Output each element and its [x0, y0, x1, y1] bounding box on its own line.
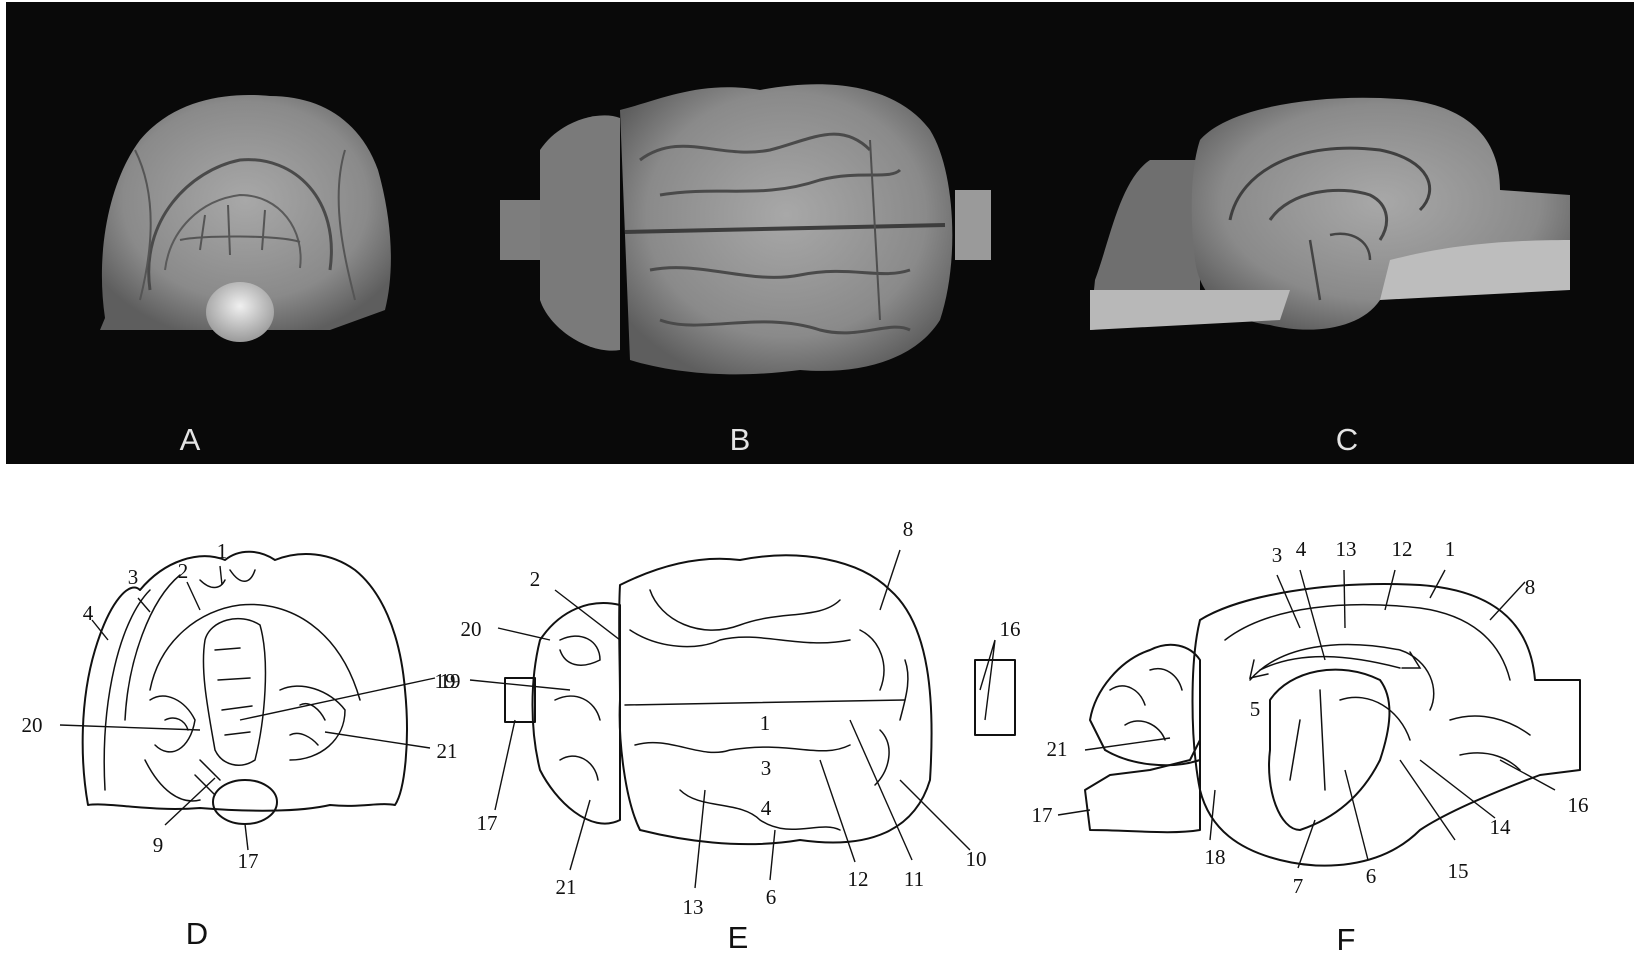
callout-d-20: 20: [22, 713, 43, 737]
callout-f-21: 21: [1047, 737, 1068, 761]
mri-render-medial: [1090, 98, 1570, 330]
callout-f-12: 12: [1392, 537, 1413, 561]
callout-f-6: 6: [1366, 864, 1377, 888]
callout-e-21: 21: [556, 875, 577, 899]
callout-d-2: 2: [178, 559, 189, 583]
callout-d-1: 1: [217, 539, 228, 563]
callout-e-10: 10: [966, 847, 987, 871]
callout-e-13: 13: [683, 895, 704, 919]
callout-e-16: 16: [1000, 617, 1021, 641]
panel-letter-d: D: [186, 916, 208, 951]
callout-f-7: 7: [1293, 874, 1304, 898]
mri-render-posterior: [100, 95, 391, 342]
panel-letter-b: B: [730, 422, 751, 457]
callout-e-8: 8: [903, 517, 914, 541]
callout-e-1: 1: [760, 711, 771, 735]
callout-e-11: 11: [904, 867, 924, 891]
callout-f-18: 18: [1205, 845, 1226, 869]
callout-f-13: 13: [1336, 537, 1357, 561]
callout-f-15: 15: [1448, 859, 1469, 883]
line-drawing-posterior: [60, 552, 435, 850]
panel-letter-a: A: [180, 422, 201, 457]
callout-e-17: 17: [477, 811, 498, 835]
callout-e-2: 2: [530, 567, 541, 591]
callout-e-12: 12: [848, 867, 869, 891]
callout-d-21: 21: [437, 739, 458, 763]
callout-d-9: 9: [153, 833, 164, 857]
callout-d-17: 17: [238, 849, 259, 873]
callout-f-14: 14: [1490, 815, 1512, 839]
callout-e-20: 20: [461, 617, 482, 641]
mri-render-dorsal: [500, 84, 991, 374]
callout-f-8: 8: [1525, 575, 1536, 599]
callout-f-17: 17: [1032, 803, 1053, 827]
callout-e-6: 6: [766, 885, 777, 909]
callout-d-4: 4: [83, 601, 94, 625]
line-drawing-dorsal: [470, 550, 1015, 888]
callout-f-3: 3: [1272, 543, 1283, 567]
callout-e-19: 19: [435, 669, 456, 693]
panel-letter-c: C: [1336, 422, 1358, 457]
callout-f-16: 16: [1568, 793, 1589, 817]
callout-d-3: 3: [128, 565, 139, 589]
callout-f-1: 1: [1445, 537, 1456, 561]
callout-f-4: 4: [1296, 537, 1307, 561]
callout-e-3: 3: [761, 756, 772, 780]
callout-f-5: 5: [1250, 697, 1261, 721]
panel-letter-e: E: [728, 920, 749, 955]
callout-e-4: 4: [761, 796, 772, 820]
panel-letter-f: F: [1337, 922, 1356, 956]
